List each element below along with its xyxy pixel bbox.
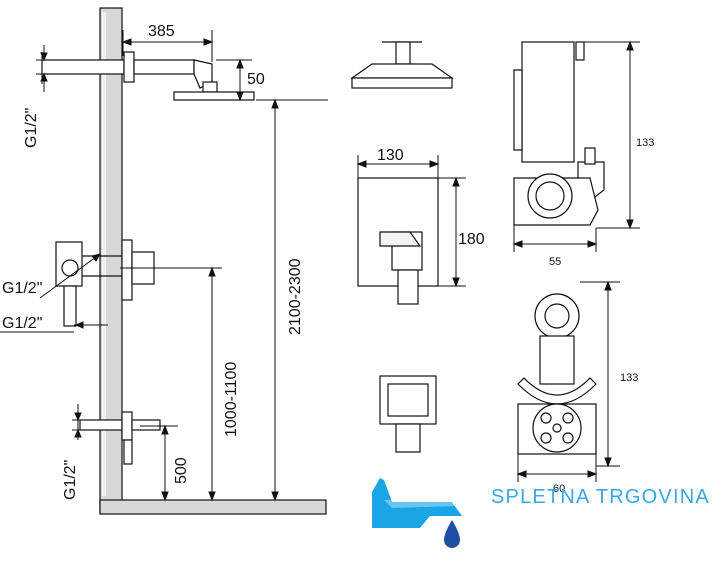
outlet-cover-plate [379,375,437,453]
dim-body-top [512,40,640,252]
shower-arm [41,51,218,93]
valve-body-top [513,41,605,226]
dim-plate [356,155,466,288]
label-55: 55 [549,256,561,268]
shower-head-side [173,91,255,101]
diverter-valve [55,239,155,327]
shower-head-front [350,41,454,89]
label-60: 60 [553,483,565,495]
dim-arm-length [121,30,214,62]
label-g12-mid-a: G1/2" [2,280,42,297]
dim-total-height [256,98,328,502]
wall-section [99,7,327,515]
label-130: 130 [377,147,404,164]
dim-outlet-height [140,424,178,502]
valve-body-bottom [517,293,597,455]
label-180: 180 [458,231,485,248]
tap-logo-icon [372,478,462,548]
dim-thread-mid [0,253,108,333]
label-g12-bottom: G1/2" [62,460,79,500]
brand-name: SPLETNA TRGOVINA [491,486,710,508]
label-2100-2300: 2100-2300 [287,258,304,335]
dim-thread-top [36,45,52,92]
label-133-top: 133 [636,137,654,149]
dim-thread-bottom [72,404,84,440]
label-133-bottom: 133 [620,372,638,384]
label-50: 50 [247,71,265,88]
mixer-cover-plate [357,177,439,305]
label-g12-mid-b: G1/2" [2,315,42,332]
label-g12-top: G1/2" [23,108,40,148]
label-385: 385 [148,23,175,40]
dim-body-bottom [516,280,620,482]
dim-mixer-height [120,266,222,502]
label-500: 500 [173,457,190,484]
bottom-outlet [79,411,161,465]
label-1000-1100: 1000-1100 [223,362,240,437]
